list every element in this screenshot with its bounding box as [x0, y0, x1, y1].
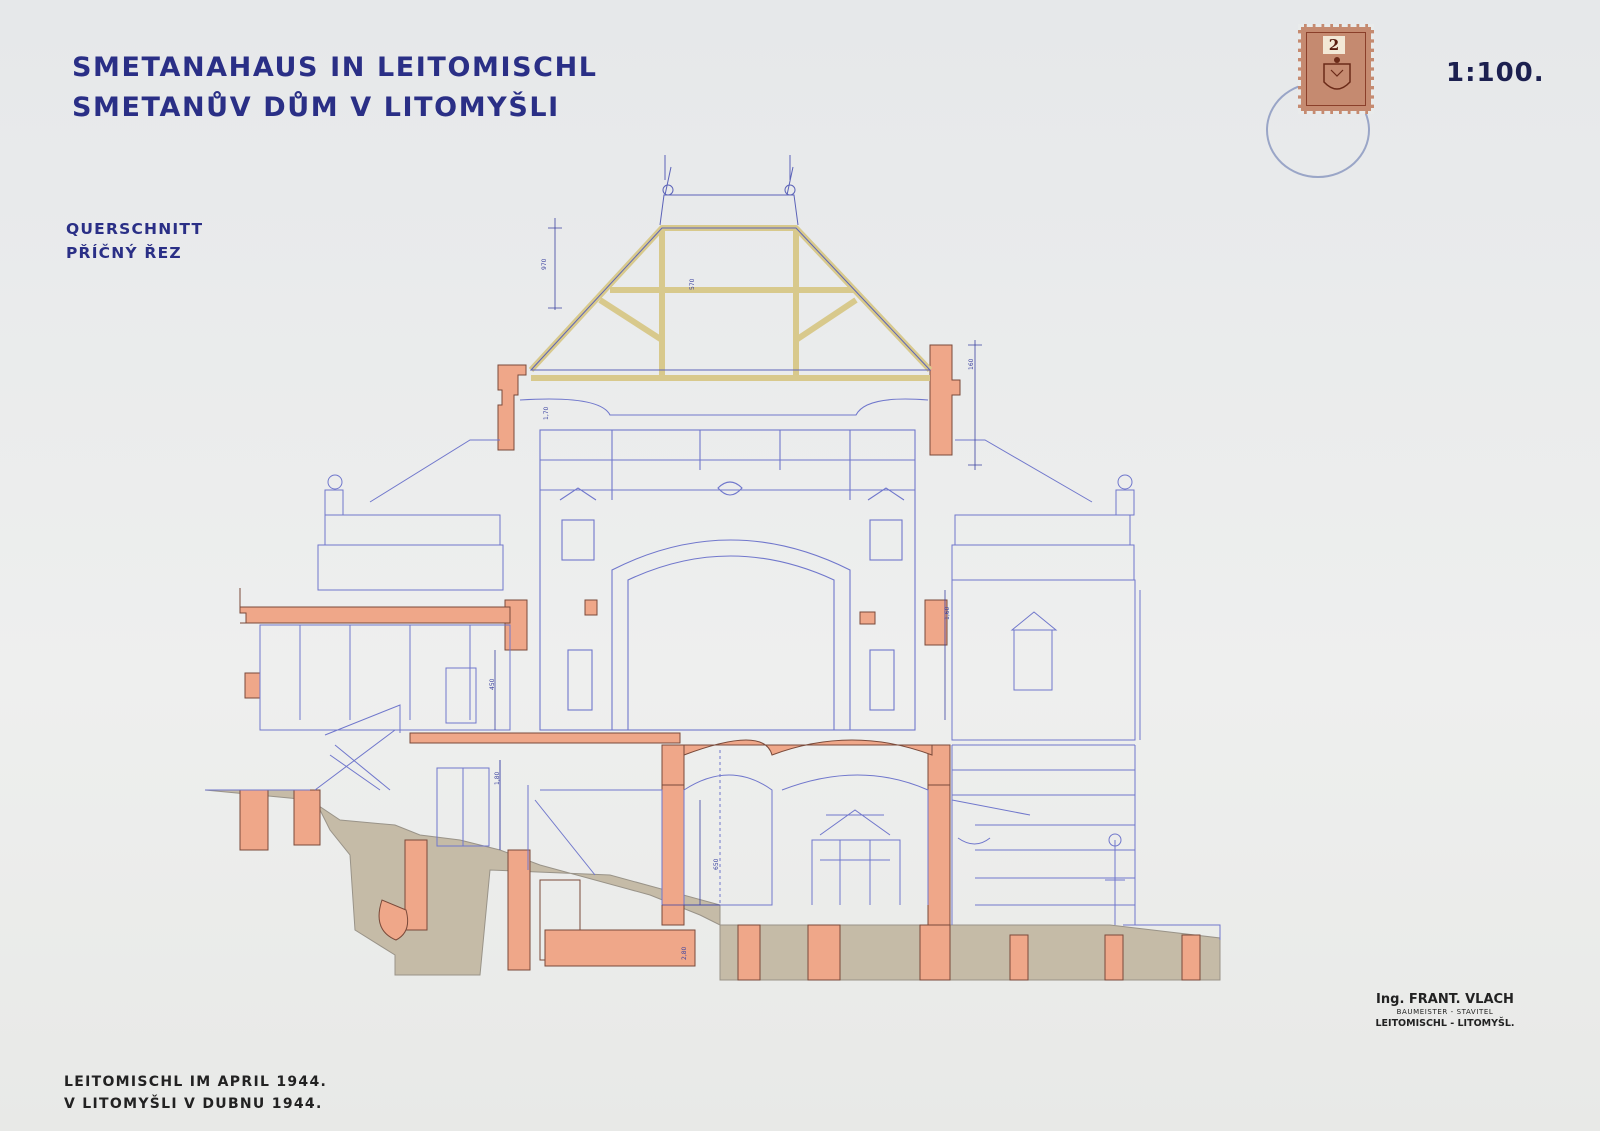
- dimension-label: 160: [968, 358, 975, 370]
- dimension-labels: 970 570 160 1,70 450 1,60 1,80 650 2,80: [489, 258, 975, 960]
- auditorium-outline: [519, 398, 929, 731]
- dimension-label: 650: [713, 858, 720, 870]
- date-german: LEITOMISCHL IM APRIL 1944.: [64, 1074, 328, 1090]
- dimension-label: 2,80: [681, 946, 688, 960]
- subtitle-czech: PŘÍČNÝ ŘEZ: [66, 244, 182, 262]
- dimension-label: 970: [541, 258, 548, 270]
- dimension-label: 1,80: [494, 771, 501, 785]
- dimension-label: 570: [689, 278, 696, 290]
- lower-hall: [540, 750, 929, 906]
- date-czech: V LITOMYŠLI V DUBNU 1944.: [64, 1096, 323, 1112]
- title-german: SMETANAHAUS IN LEITOMISCHL: [72, 52, 598, 83]
- coat-of-arms-icon: [1323, 57, 1351, 90]
- dimension-label: 1,70: [543, 406, 550, 420]
- right-wing: [951, 439, 1221, 940]
- dimension-label: 450: [489, 678, 496, 690]
- dimension-label: 1,60: [944, 606, 951, 620]
- architect-city: LEITOMISCHL - LITOMYŠL.: [1375, 1018, 1515, 1029]
- dimension-lines: [494, 218, 982, 906]
- ground-soil: [204, 789, 1221, 981]
- architect-role: BAUMEISTER - STAVITEL: [1396, 1008, 1494, 1016]
- architect-signature: Ing. FRANT. VLACH BAUMEISTER - STAVITEL …: [1370, 992, 1520, 1029]
- stamp-value: 2: [1323, 36, 1345, 54]
- section-walls: [239, 344, 961, 786]
- title-czech: SMETANŮV DŮM V LITOMYŠLI: [72, 92, 560, 123]
- subtitle-german: QUERSCHNITT: [66, 220, 204, 238]
- roof-truss: [528, 225, 933, 381]
- scale-label: 1:100.: [1446, 58, 1545, 88]
- architect-name: Ing. FRANT. VLACH: [1376, 992, 1514, 1007]
- revenue-stamp: 2: [1298, 24, 1374, 114]
- foundations: [239, 744, 1201, 981]
- left-wing: [205, 439, 596, 876]
